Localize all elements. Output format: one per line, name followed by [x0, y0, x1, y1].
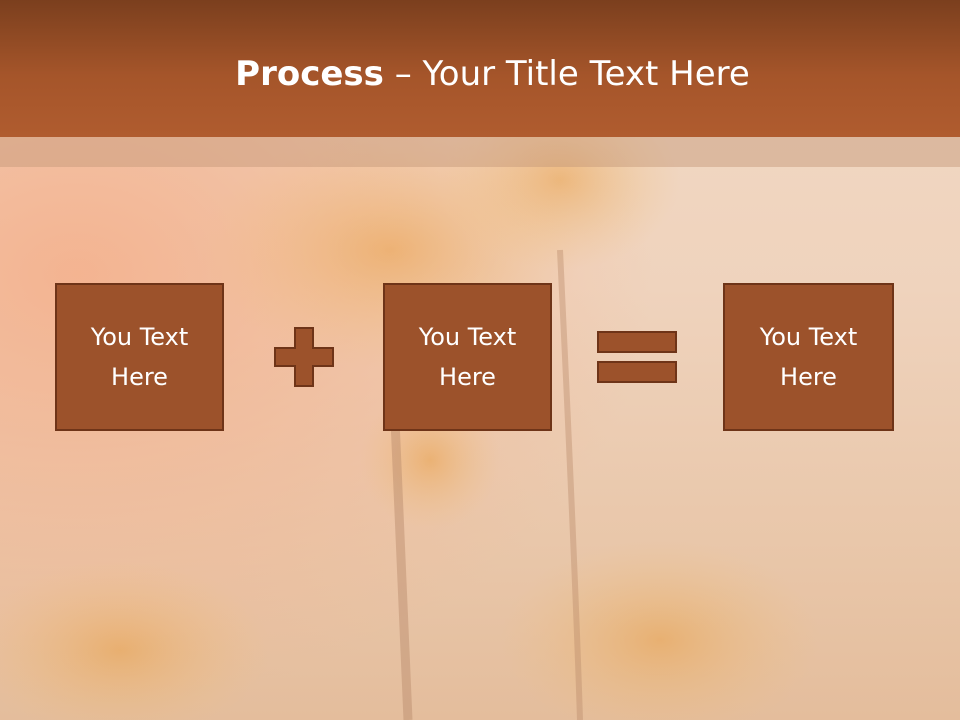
- plus-icon: [274, 327, 334, 387]
- slide-title[interactable]: Process – Your Title Text Here: [0, 52, 960, 96]
- process-box-2[interactable]: You Text Here: [383, 283, 552, 431]
- title-separator: –: [383, 54, 423, 94]
- title-bold-text: Process: [235, 54, 384, 94]
- title-bar: [0, 0, 960, 137]
- title-underline-strip: [0, 137, 960, 167]
- title-rest-text: Your Title Text Here: [422, 54, 750, 94]
- process-box-3-text: You Text Here: [759, 323, 858, 391]
- equals-icon: [597, 331, 677, 383]
- process-box-3[interactable]: You Text Here: [723, 283, 894, 431]
- process-box-2-text: You Text Here: [418, 323, 517, 391]
- process-box-1-text: You Text Here: [90, 323, 189, 391]
- process-box-1[interactable]: You Text Here: [55, 283, 224, 431]
